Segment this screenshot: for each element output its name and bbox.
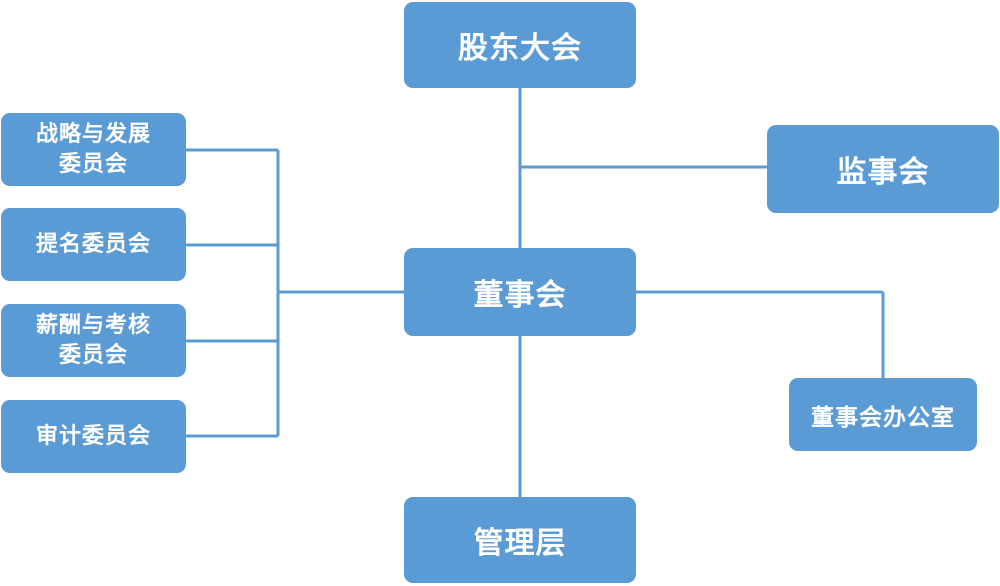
remuneration-committee-label-line2: 委员会: [58, 342, 128, 368]
shareholders-meeting-node: 股东大会: [404, 2, 636, 88]
strategy-committee-node: 战略与发展 委员会: [1, 113, 186, 186]
board-office-label: 董事会办公室: [811, 404, 955, 431]
nomination-committee-node: 提名委员会: [1, 208, 186, 281]
strategy-committee-label-line1: 战略与发展: [35, 121, 151, 147]
nomination-committee-label: 提名委员会: [35, 231, 151, 257]
board-of-directors-node: 董事会: [404, 248, 636, 336]
management-node: 管理层: [404, 497, 636, 583]
supervisory-board-node: 监事会: [767, 125, 999, 213]
supervisory-board-label: 监事会: [836, 155, 930, 190]
board-office-node: 董事会办公室: [789, 378, 977, 451]
audit-committee-node: 审计委员会: [1, 400, 186, 473]
management-label: 管理层: [473, 526, 567, 561]
strategy-committee-label-line2: 委员会: [58, 151, 128, 177]
board-of-directors-label: 董事会: [473, 278, 567, 313]
audit-committee-label: 审计委员会: [35, 423, 151, 449]
remuneration-committee-node: 薪酬与考核 委员会: [1, 304, 186, 377]
remuneration-committee-label-line1: 薪酬与考核: [35, 312, 151, 338]
shareholders-meeting-label: 股东大会: [458, 31, 582, 66]
